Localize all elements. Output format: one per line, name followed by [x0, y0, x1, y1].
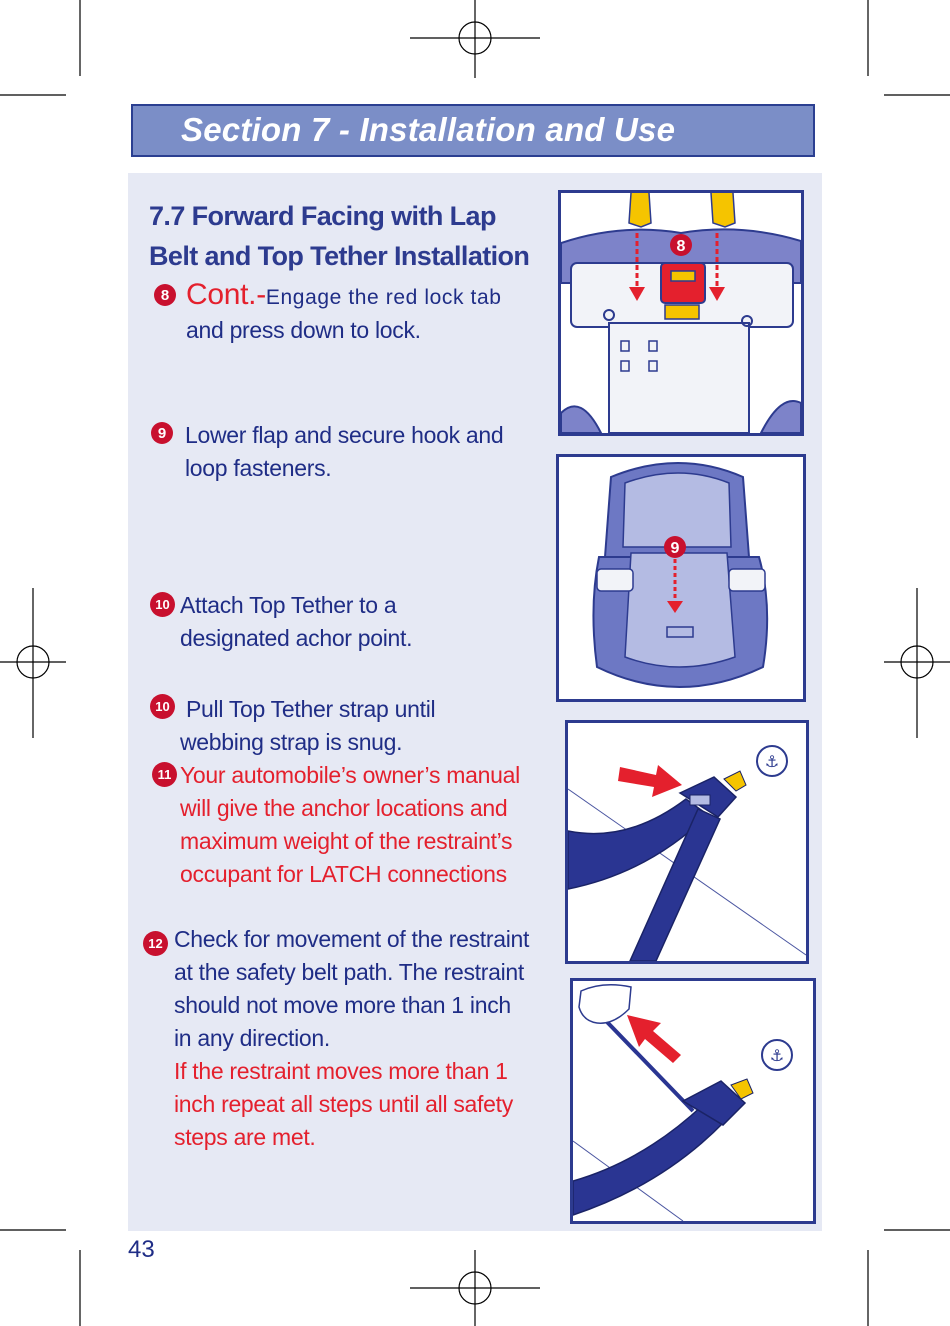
step-9-text: Lower flap and secure hook and loop fast… [185, 419, 555, 485]
step-11-text: Your automobile’s owner’s manual will gi… [180, 759, 565, 891]
step-8-cont-label: Cont.- [186, 278, 266, 311]
svg-text:⚓: ⚓ [765, 752, 779, 771]
registration-mark-icon [0, 588, 66, 738]
step-12-line-4: in any direction. [174, 1025, 330, 1051]
page-number: 43 [128, 1236, 155, 1263]
arrow-right-icon [618, 765, 682, 797]
latch-anchor-icon: ⚓ [761, 1039, 793, 1071]
registration-mark-icon [410, 0, 540, 78]
arrow-up-left-icon [627, 1015, 681, 1063]
step-12-line-3: should not move more than 1 inch [174, 992, 511, 1018]
latch-anchor-icon: ⚓ [756, 745, 788, 777]
step-11-line-4: occupant for LATCH connections [180, 861, 507, 887]
step-8-text: Cont.-Engage the red lock tab and press … [186, 278, 566, 347]
figure-lock-tab: 8 [558, 190, 804, 436]
step-12-warning-line-1: If the restraint moves more than 1 [174, 1058, 508, 1084]
step-11-line-1: Your automobile’s owner’s manual [180, 762, 520, 788]
step-10-pull-badge: 10 [150, 694, 175, 719]
registration-mark-icon [410, 1250, 540, 1326]
step-10-pull-text: Pull Top Tether strap until webbing stra… [180, 693, 550, 759]
step-8-badge: 8 [154, 284, 176, 306]
step-8-line-2: and press down to lock. [186, 317, 421, 343]
figure-attach-tether: ⚓ [565, 720, 809, 964]
hand-icon [578, 984, 632, 1024]
arrow-down-icon [629, 233, 645, 301]
figure-check-movement: ⚓ [570, 978, 816, 1224]
section-title: Section 7 - Installation and Use [181, 111, 676, 148]
step-9-badge: 9 [151, 422, 173, 444]
subsection-heading: 7.7 Forward Facing with Lap Belt and Top… [149, 196, 569, 276]
heading-line-2: Belt and Top Tether Installation [149, 241, 530, 271]
step-10-attach-line-2: designated achor point. [180, 625, 413, 651]
section-header: Section 7 - Installation and Use [131, 104, 815, 157]
arrow-down-icon [667, 559, 683, 613]
step-12-line-1: Check for movement of the restraint [174, 926, 530, 952]
arrow-down-icon [709, 233, 725, 301]
heading-line-1: 7.7 Forward Facing with Lap [149, 201, 496, 231]
step-11-badge: 11 [152, 762, 177, 787]
figure-seat-flap: 9 [556, 454, 806, 702]
svg-text:⚓: ⚓ [770, 1046, 784, 1065]
step-10-badge: 10 [150, 592, 175, 617]
figure-1-badge: 8 [677, 238, 686, 255]
step-8-line-1: Engage the red lock tab [265, 286, 502, 309]
figure-2-badge: 9 [671, 540, 680, 557]
registration-mark-icon [884, 588, 950, 738]
step-12-badge: 12 [143, 931, 168, 956]
step-10-pull-line-1: Pull Top Tether strap until [186, 696, 436, 722]
step-11-line-3: maximum weight of the restraint’s [180, 828, 513, 854]
step-12-warning-line-3: steps are met. [174, 1124, 316, 1150]
step-12-text: Check for movement of the restraint at t… [174, 923, 569, 1154]
step-9-line-1: Lower flap and secure hook and [185, 422, 504, 448]
step-12-line-2: at the safety belt path. The restraint [174, 959, 524, 985]
step-11-line-2: will give the anchor locations and [180, 795, 508, 821]
step-12-warning-line-2: inch repeat all steps until all safety [174, 1091, 513, 1117]
step-10-pull-line-2: webbing strap is snug. [180, 729, 403, 755]
step-9-line-2: loop fasteners. [185, 455, 332, 481]
step-10-attach-text: Attach Top Tether to a designated achor … [180, 589, 550, 655]
step-10-attach-line-1: Attach Top Tether to a [180, 592, 397, 618]
